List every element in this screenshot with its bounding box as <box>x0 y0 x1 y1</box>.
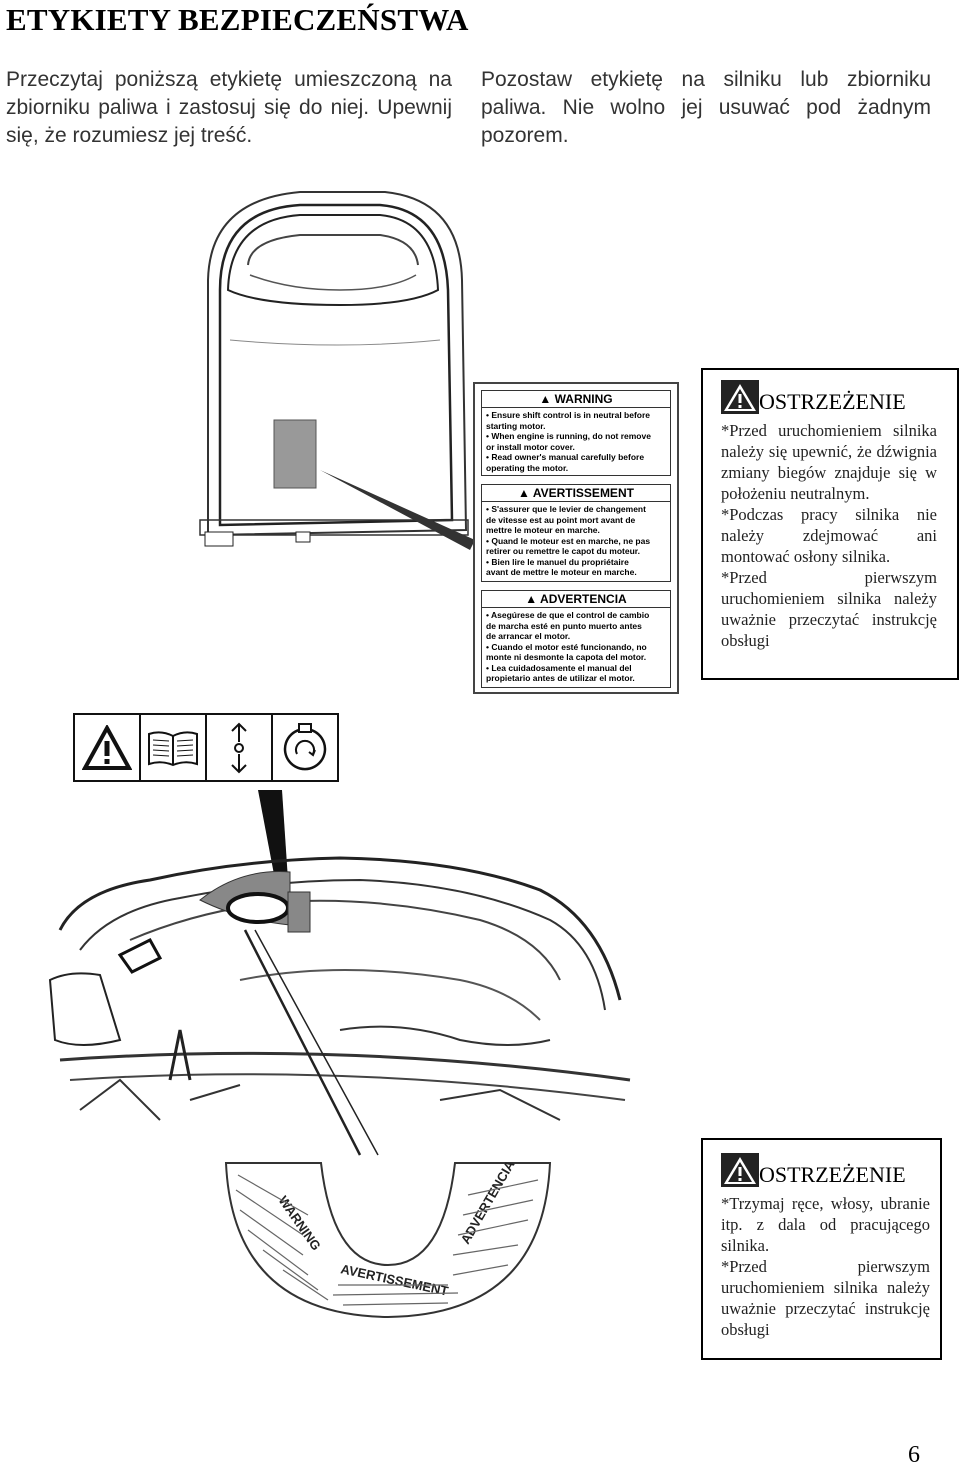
warning-box-1-item: *Przed uruchomieniem silnika należy się … <box>721 421 937 503</box>
label-section-avertissement: ▲ AVERTISSEMENT • S'assurer que le levie… <box>481 484 671 582</box>
label-line: • Read owner's manual carefully before <box>486 452 645 462</box>
label-line: • When engine is running, do not remove <box>486 431 651 441</box>
warning-box-1-item: *Podczas pracy silnika nie należy zdejmo… <box>721 505 937 566</box>
warning-label-card: ▲ WARNING • Ensure shift control is in n… <box>473 382 679 694</box>
intro-right-text: Pozostaw etykietę na silniku lub zbiorni… <box>481 68 931 147</box>
label-line: • Cuando el motor esté funcionando, no <box>486 641 647 652</box>
label-line: • Lea cuidadosamente el manual del <box>486 662 632 673</box>
book-icon <box>148 730 198 766</box>
warning-box-1-item: *Przed pierwszym uruchomieniem silnika n… <box>721 568 937 650</box>
warning-box-2-item: *Przed pierwszym uruchomieniem silnika n… <box>721 1257 930 1339</box>
pictogram-cell <box>273 715 337 780</box>
label-head-warning: ▲ WARNING <box>482 391 670 408</box>
pictogram-cell <box>75 715 141 780</box>
motor-cover-illustration <box>199 191 469 547</box>
page-title: ETYKIETY BEZPIECZEŃSTWA <box>6 2 469 37</box>
label-line: retirer ou remettre le capot du moteur. <box>486 546 640 556</box>
label-line: • Quand le moteur est en marche, ne pas <box>486 535 651 546</box>
label-section-advertencia: ▲ ADVERTENCIA • Asegúrese de que el cont… <box>481 590 671 688</box>
label-line: or install motor cover. <box>486 441 575 452</box>
warning-box-1: OSTRZEŻENIE *Przed uruchomieniem silnika… <box>701 368 959 680</box>
pictogram-cell <box>141 715 207 780</box>
label-line: propietario antes de utilizar el motor. <box>486 673 635 683</box>
label-line: starting motor. <box>486 420 546 431</box>
label-head-advertencia: ▲ ADVERTENCIA <box>482 591 670 608</box>
rotation-icon <box>283 722 327 770</box>
arc-warning-label: WARNING AVERTISSEMENT ADVERTENCIA <box>224 1157 552 1319</box>
warning-box-1-header: OSTRZEŻENIE <box>721 376 937 414</box>
label-line: monte ni desmonte la capota del motor. <box>486 652 647 662</box>
label-line: • Bien lire le manuel du propriétaire <box>486 556 629 567</box>
warning-box-1-title: OSTRZEŻENIE <box>759 389 906 414</box>
warning-triangle-icon <box>82 724 132 770</box>
warning-box-2-title: OSTRZEŻENIE <box>759 1162 906 1187</box>
warning-box-2-header: OSTRZEŻENIE <box>721 1149 930 1187</box>
label-head-avertissement: ▲ AVERTISSEMENT <box>482 485 670 502</box>
warning-triangle-icon <box>721 1153 759 1187</box>
pictogram-cell <box>207 715 273 780</box>
label-line: • Asegúrese de que el control de cambio <box>486 610 650 620</box>
label-line: operating the motor. <box>486 462 569 473</box>
warning-box-2: OSTRZEŻENIE *Trzymaj ręce, włosy, ubrani… <box>701 1138 942 1360</box>
pointer-line-1 <box>320 470 475 550</box>
label-line: avant de mettre le moteur en marche. <box>486 567 637 577</box>
engine-illustration <box>48 790 631 1156</box>
intro-left-text: Przeczytaj poniższą etykietę umieszczoną… <box>6 68 452 147</box>
label-line: de marcha esté en punto muerto antes <box>486 620 642 631</box>
label-section-warning: ▲ WARNING • Ensure shift control is in n… <box>481 390 671 476</box>
label-line: mettre le moteur en marche. <box>486 525 600 535</box>
warning-box-2-item: *Trzymaj ręce, włosy, ubranie itp. z dal… <box>721 1194 930 1255</box>
label-line: • Ensure shift control is in neutral bef… <box>486 410 651 420</box>
page-number: 6 <box>908 1442 920 1468</box>
shift-arrows-icon <box>231 722 247 773</box>
label-line: de vitesse est au point mort avant de <box>486 514 636 525</box>
warning-triangle-icon <box>721 380 759 414</box>
pictogram-strip <box>73 713 339 782</box>
label-line: de arrancar el motor. <box>486 631 571 641</box>
label-line: • S'assurer que le levier de changement <box>486 504 646 514</box>
